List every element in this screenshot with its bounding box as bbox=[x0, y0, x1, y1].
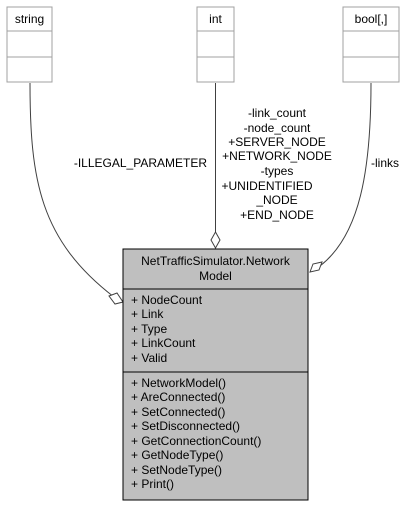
string-class-name: string bbox=[15, 12, 44, 26]
attribute-item: + Type bbox=[131, 322, 167, 336]
int-edge-label: -link_count bbox=[248, 106, 307, 120]
int-association-edge: -link_count -node_count +SERVER_NODE +NE… bbox=[210, 83, 332, 250]
string-aggregation-diamond bbox=[108, 292, 124, 305]
int-edge-label: +UNIDENTIFIED bbox=[221, 179, 312, 193]
method-item: + SetNodeType() bbox=[131, 463, 222, 477]
bool-array-class-box[interactable]: bool[,] bbox=[342, 6, 400, 83]
int-class-box[interactable]: int bbox=[196, 6, 235, 83]
network-model-attributes: + NodeCount + Link + Type + LinkCount + … bbox=[131, 293, 203, 365]
int-aggregation-diamond bbox=[210, 230, 221, 250]
network-model-class-box[interactable]: NetTrafficSimulator.Network Model + Node… bbox=[122, 248, 309, 501]
method-item: + GetNodeType() bbox=[131, 448, 223, 462]
network-model-class-name: Model bbox=[199, 269, 232, 283]
bool-array-aggregation-diamond bbox=[309, 261, 323, 273]
network-model-class-name: NetTrafficSimulator.Network bbox=[141, 254, 291, 268]
bool-array-association-edge: -links bbox=[309, 82, 399, 273]
int-edge-label: +SERVER_NODE bbox=[228, 135, 325, 149]
bool-array-class-name: bool[,] bbox=[355, 12, 388, 26]
attribute-item: + LinkCount bbox=[131, 336, 196, 350]
bool-array-edge-label: -links bbox=[371, 156, 399, 170]
attribute-item: + Link bbox=[131, 307, 164, 321]
int-edge-label: -types bbox=[261, 164, 294, 178]
int-class-name: int bbox=[209, 12, 222, 26]
method-item: + NetworkModel() bbox=[131, 376, 226, 390]
string-edge-label: -ILLEGAL_PARAMETER bbox=[74, 156, 207, 170]
method-item: + Print() bbox=[131, 477, 174, 491]
method-item: + SetDisconnected() bbox=[131, 419, 240, 433]
int-edge-labels: -link_count -node_count +SERVER_NODE +NE… bbox=[221, 106, 331, 222]
attribute-item: + NodeCount bbox=[131, 293, 203, 307]
method-item: + GetConnectionCount() bbox=[131, 434, 261, 448]
string-association-edge: -ILLEGAL_PARAMETER bbox=[29, 82, 207, 305]
int-edge-label: -node_count bbox=[244, 121, 311, 135]
attribute-item: + Valid bbox=[131, 351, 167, 365]
network-model-methods: + NetworkModel() + AreConnected() + SetC… bbox=[131, 376, 261, 491]
string-class-box[interactable]: string bbox=[6, 6, 53, 83]
method-item: + AreConnected() bbox=[131, 390, 225, 404]
method-item: + SetConnected() bbox=[131, 405, 225, 419]
int-edge-label: +END_NODE bbox=[240, 208, 314, 222]
int-edge-label: _NODE bbox=[255, 193, 297, 207]
int-edge-label: +NETWORK_NODE bbox=[222, 149, 332, 163]
